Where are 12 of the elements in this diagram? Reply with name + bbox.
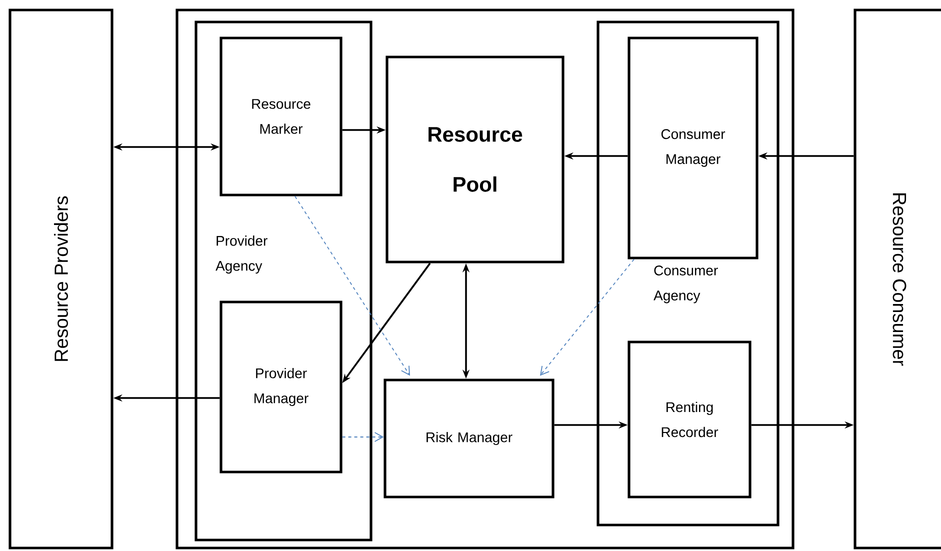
system-box (176, 8, 794, 550)
arrow (342, 432, 384, 442)
arrow (540, 258, 634, 376)
actor-box: Resource Consumer (854, 8, 941, 550)
component-box: Risk Manager (384, 378, 554, 498)
arrow (294, 196, 410, 376)
pool-box: Resource Pool (386, 56, 564, 264)
actor-box: Resource Providers (8, 8, 114, 550)
component-box: Renting Recorder (628, 340, 752, 498)
component-box: Provider Manager (220, 300, 342, 474)
component-box: Consumer Manager (628, 36, 758, 260)
component-box: Resource Marker (220, 36, 342, 196)
